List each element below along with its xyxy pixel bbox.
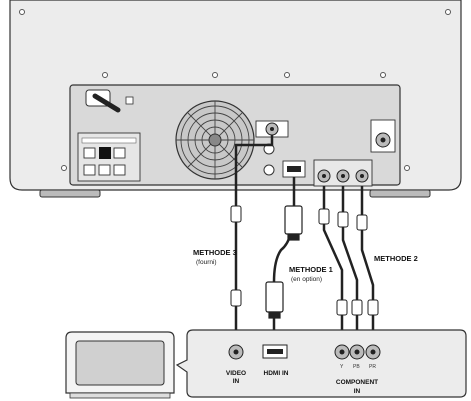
method1-label: METHODE 1 [289, 265, 333, 274]
tv-icon [65, 331, 175, 399]
video-in-label: VIDEO [226, 370, 246, 377]
method2-label: METHODE 2 [374, 254, 418, 263]
comp-y-label: Y [340, 364, 344, 370]
component-in-jacks [334, 344, 381, 360]
method3-label: METHODE 3 [193, 248, 237, 257]
component-plugs-top [318, 208, 368, 231]
power-cord-icon [85, 89, 134, 113]
component-plugs-bottom [336, 299, 379, 316]
component-in-label: COMPONENT [336, 379, 378, 386]
hdmi-plug-icon [265, 205, 303, 319]
hdmi-in-port [262, 344, 288, 359]
comp-pb-label: PB [353, 364, 360, 370]
component-in-label-2: IN [354, 388, 361, 395]
hdmi-in-label: HDMI IN [264, 370, 289, 377]
video-in-jack [228, 344, 244, 360]
method3-sub-label: (fourni) [196, 259, 217, 266]
hdmi-out-port [282, 160, 306, 178]
device-rear-view [9, 0, 462, 198]
component-out-jacks [313, 159, 373, 187]
method1-sub-label: (en option) [291, 276, 322, 283]
speaker-terminal-block [77, 132, 141, 182]
rca-plug-icon [230, 205, 242, 307]
video-in-label-2: IN [233, 378, 240, 385]
tv-input-panel: Y PB PR VIDEO IN HDMI IN COMPONENT IN [175, 329, 467, 398]
comp-pr-label: PR [369, 364, 376, 370]
fan-grille-icon [175, 100, 255, 180]
antenna-jack [370, 119, 396, 153]
